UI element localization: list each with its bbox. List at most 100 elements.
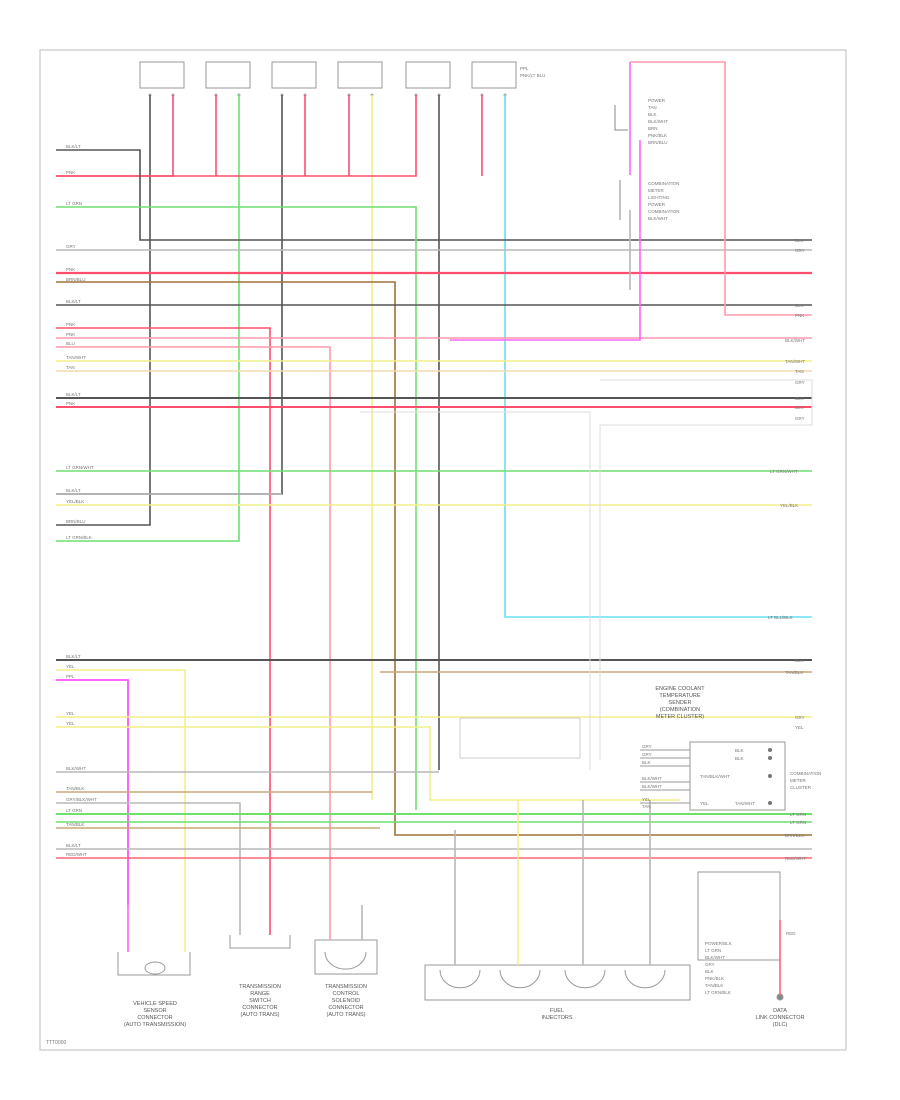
bus-black-top (56, 149, 812, 241)
dlc-labels: POWER/BLK LT GRN BLK/WHT GRY BLK PNK/BLK… (705, 931, 796, 995)
connector-vss (117, 952, 191, 976)
svg-text:YEL/BLK: YEL/BLK (66, 499, 84, 504)
svg-text:TAN/BLK: TAN/BLK (705, 983, 723, 988)
svg-text:LINK CONNECTOR: LINK CONNECTOR (755, 1015, 804, 1021)
top-label-2: PNK/LT BLU (520, 73, 545, 78)
wire-magenta-right-2 (450, 140, 641, 341)
svg-text:BLK: BLK (795, 303, 804, 308)
svg-text:TAN/BLK: TAN/BLK (66, 822, 84, 827)
svg-text:CONNECTOR: CONNECTOR (137, 1015, 172, 1021)
svg-text:BLK: BLK (735, 748, 744, 753)
svg-text:BRN/BLU: BRN/BLU (785, 833, 805, 838)
right-column-wires (360, 61, 813, 905)
svg-text:PNK/BLK: PNK/BLK (648, 133, 667, 138)
wire-black-1 (56, 95, 151, 526)
svg-text:BRN/BLU: BRN/BLU (648, 140, 668, 145)
horizontal-buses (56, 149, 812, 905)
bottom-connectors (117, 871, 784, 1001)
svg-text:LT GRN: LT GRN (66, 808, 82, 813)
svg-text:LT GRN/BLK: LT GRN/BLK (66, 535, 92, 540)
svg-text:CONNECTOR: CONNECTOR (328, 1005, 363, 1011)
svg-text:INJECTORS: INJECTORS (541, 1015, 572, 1021)
svg-text:COMBINATION: COMBINATION (790, 771, 821, 776)
svg-text:RANGE: RANGE (250, 991, 270, 997)
svg-text:(COMBINATION: (COMBINATION (660, 707, 700, 713)
svg-text:BLK: BLK (795, 405, 804, 410)
svg-text:TAN: TAN (66, 365, 75, 370)
svg-text:BRN/BLU: BRN/BLU (66, 277, 86, 282)
svg-text:TAN/WHT: TAN/WHT (66, 355, 86, 360)
svg-text:COMBINATION: COMBINATION (648, 209, 679, 214)
dlc-connector (697, 871, 781, 961)
svg-text:GRY: GRY (795, 380, 805, 385)
svg-text:CLUSTER: CLUSTER (790, 785, 812, 790)
wire-black-2 (56, 95, 283, 495)
svg-text:TAN/BLK: TAN/BLK (66, 786, 84, 791)
svg-text:POWER: POWER (648, 98, 666, 103)
caption-solenoid: TRANSMISSION (325, 984, 367, 990)
svg-text:BLK/LT: BLK/LT (66, 488, 81, 493)
svg-text:SOLENOID: SOLENOID (332, 998, 360, 1004)
caption-injectors: FUEL (550, 1008, 564, 1014)
bottom-connector-wires (127, 905, 781, 995)
svg-text:METER CLUSTER): METER CLUSTER) (656, 714, 704, 720)
svg-text:BLK/WHT: BLK/WHT (648, 119, 668, 124)
svg-text:BLK: BLK (705, 969, 714, 974)
svg-text:GRY: GRY (795, 248, 805, 253)
svg-text:LT GRN/BLK: LT GRN/BLK (705, 990, 731, 995)
wire-gray-box-2 (360, 411, 591, 770)
svg-text:TAN: TAN (648, 105, 657, 110)
svg-text:BLK/LT: BLK/LT (66, 843, 81, 848)
svg-text:GRY: GRY (795, 416, 805, 421)
svg-text:TAN: TAN (642, 804, 651, 809)
relay-symbol (614, 105, 628, 220)
bus-brown-1 (56, 281, 812, 836)
svg-text:(AUTO TRANS): (AUTO TRANS) (327, 1012, 366, 1018)
svg-text:LT GRN: LT GRN (790, 812, 806, 817)
connector-top-5 (405, 61, 451, 89)
wire-green-1 (56, 95, 240, 542)
svg-text:PPL: PPL (66, 674, 75, 679)
svg-text:GRY: GRY (705, 962, 715, 967)
svg-text:TAN/BLK/WHT: TAN/BLK/WHT (700, 774, 730, 779)
svg-text:BLK/WHT: BLK/WHT (705, 955, 725, 960)
bus-green-top (56, 206, 417, 810)
connector-top-6 (471, 61, 517, 89)
svg-text:BLK: BLK (795, 658, 804, 663)
svg-text:BLK/WHT: BLK/WHT (648, 216, 668, 221)
svg-text:BLK/WHT: BLK/WHT (642, 776, 662, 781)
connector-top-2 (205, 61, 251, 89)
svg-text:BRN: BRN (648, 126, 658, 131)
svg-text:RED/WHT: RED/WHT (66, 852, 87, 857)
left-wire-labels: BLK/LT PNK LT GRN GRY PNK BRN/BLU BLK/LT… (66, 144, 97, 857)
wire-gray-box (599, 379, 813, 760)
bus-gray-4 (56, 802, 241, 905)
svg-text:YEL: YEL (66, 721, 75, 726)
connector-top-4 (337, 61, 383, 89)
top-label-1: PPL (520, 66, 529, 71)
svg-text:SENSOR: SENSOR (143, 1008, 166, 1014)
svg-text:TEMPERATURE: TEMPERATURE (659, 693, 700, 699)
svg-text:BLK/LT: BLK/LT (66, 299, 81, 304)
svg-text:BLK/LT: BLK/LT (66, 144, 81, 149)
svg-text:BLK/WHT: BLK/WHT (66, 766, 86, 771)
svg-text:PNK: PNK (66, 322, 75, 327)
svg-text:METER: METER (648, 188, 665, 193)
svg-text:BLU: BLU (66, 341, 75, 346)
footer-code: TTT0000 (46, 1040, 67, 1046)
svg-text:BLK: BLK (795, 396, 804, 401)
svg-text:RED/WHT: RED/WHT (785, 856, 806, 861)
svg-text:RED: RED (786, 931, 796, 936)
connector-top-3 (271, 61, 317, 89)
svg-text:(AUTO TRANS): (AUTO TRANS) (241, 1012, 280, 1018)
svg-text:(AUTO TRANSMISSION): (AUTO TRANSMISSION) (124, 1022, 186, 1028)
caption-vss: VEHICLE SPEED (133, 1001, 177, 1007)
wire-pink-5 (56, 95, 417, 177)
combination-meter-component: ENGINE COOLANT TEMPERATURE SENDER (COMBI… (459, 686, 821, 811)
bus-yellow-5 (56, 726, 680, 801)
svg-text:TAN/BLK: TAN/BLK (785, 670, 803, 675)
svg-text:GRY: GRY (66, 244, 76, 249)
svg-text:LIGHTING: LIGHTING (648, 195, 670, 200)
svg-text:BLK: BLK (795, 238, 804, 243)
